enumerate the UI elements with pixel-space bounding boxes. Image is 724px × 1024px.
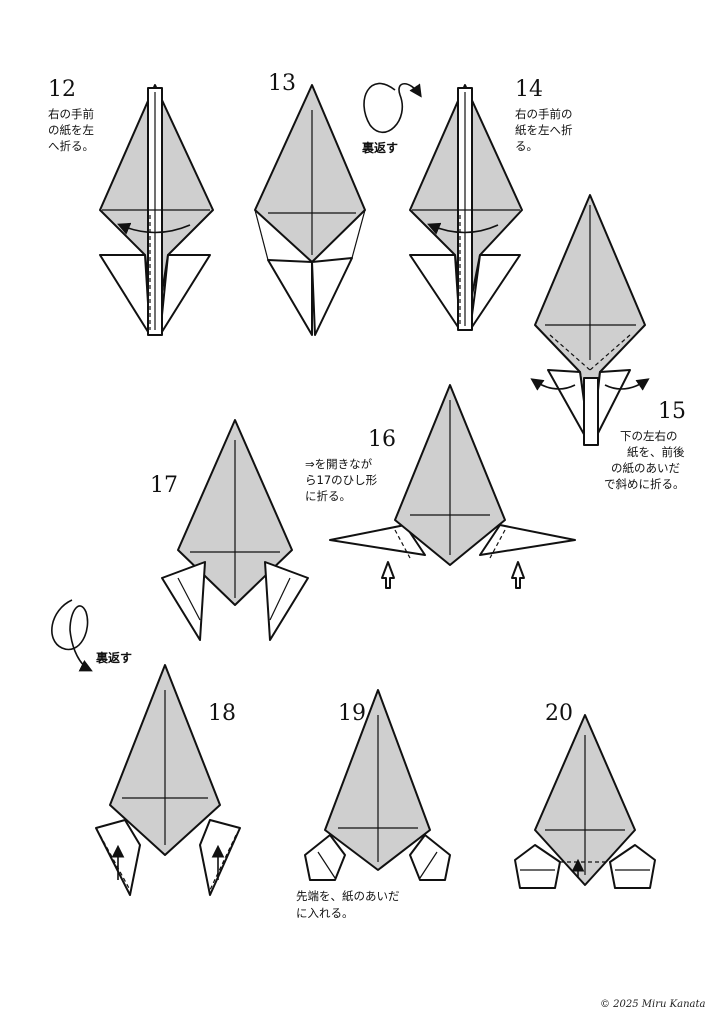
step-text-line: ⇒を開きなが [305,457,373,471]
step-text-line: に折る。 [305,489,351,503]
step-text-line: に入れる。 [296,906,354,920]
flip-over-arrow-icon [363,82,422,133]
step-text-line: 右の手前の [515,107,573,121]
fold-direction-arrow-icon [427,222,499,235]
step-17: 17 [150,419,309,641]
step-text-line: の紙のあいだ [611,461,680,475]
step-13: 13 [254,71,366,336]
origami-figure [254,84,366,336]
step-19: 19 先端を、紙のあいだ に入れる。 [296,689,451,920]
step-text-line: ら17のひし形 [305,473,378,487]
step-20: 20 [514,701,656,889]
origami-figure [329,384,576,589]
origami-figure [99,84,214,336]
flip-over-indicator: 裏返す [51,599,132,672]
step-text-line: 紙を左へ折 [515,123,573,137]
origami-figure [95,664,241,896]
step-text-line: の紙を左 [48,123,94,137]
flip-label: 裏返す [95,650,132,665]
step-15: 15 下の左右の 紙を、前後 の紙のあいだ で斜めに折る。 [530,194,686,491]
open-arrow-icon [381,561,395,589]
step-text-line: へ折る。 [48,139,94,153]
step-text-line: 右の手前 [48,107,94,121]
origami-figure [530,194,650,446]
step-text-line: 紙を、前後 [627,445,685,459]
fold-direction-arrow-icon [117,222,191,235]
step-text-line: で斜めに折る。 [604,477,685,491]
step-14: 14 右の手前の 紙を左へ折 る。 [409,77,573,331]
origami-figure [409,84,523,331]
fold-direction-arrow-icon [604,378,650,391]
origami-figure [304,689,451,881]
step-text-line: 下の左右の [620,429,678,443]
step-text-line: る。 [515,139,538,153]
flip-over-indicator: 裏返す [361,82,422,155]
open-arrow-icon [511,561,525,589]
step-12: 12 右の手前 の紙を左 へ折る。 [48,77,214,336]
flip-over-arrow-icon [51,599,93,672]
step-number: 14 [515,77,543,102]
step-number: 13 [268,71,296,96]
step-18: 18 [95,664,241,896]
step-number: 20 [545,701,573,726]
step-number: 15 [658,399,686,424]
origami-figure [161,419,309,641]
origami-figure [514,714,656,889]
flip-label: 裏返す [361,140,398,155]
fold-direction-arrow-icon [530,378,576,391]
step-number: 12 [48,77,76,102]
step-number: 19 [338,701,366,726]
step-number: 18 [208,701,236,726]
step-16: 16 ⇒を開きなが ら17のひし形 に折る。 [305,384,576,589]
copyright-text: © 2025 Miru Kanata [600,999,705,1010]
step-number: 17 [150,473,178,498]
step-number: 16 [368,427,396,452]
step-text-line: 先端を、紙のあいだ [296,889,400,903]
